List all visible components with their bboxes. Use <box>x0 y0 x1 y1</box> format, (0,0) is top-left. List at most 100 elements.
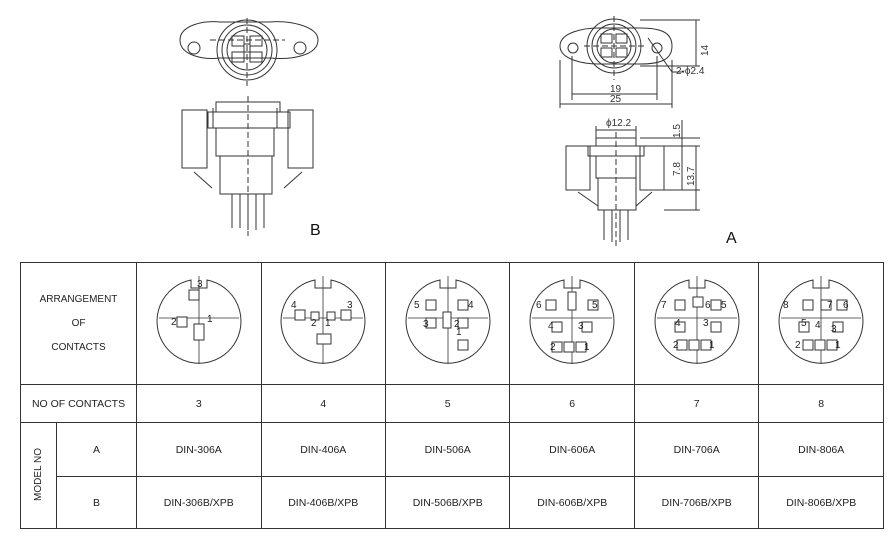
pin-number-label: 5 <box>592 300 598 311</box>
view-a-side <box>565 120 700 248</box>
contact-pin <box>587 299 599 311</box>
pin-number-label: 1 <box>584 342 590 353</box>
contact-pin <box>692 296 704 308</box>
view-b-label: B <box>310 222 321 239</box>
pin-number-label: 4 <box>291 300 297 311</box>
contact-pin <box>567 291 577 311</box>
pin-number-label: 2 <box>550 342 556 353</box>
contact-pin <box>457 299 469 311</box>
contact-pin <box>676 339 688 351</box>
contact-pin <box>545 299 557 311</box>
contact-pin <box>176 316 188 328</box>
pin-number-label: 4 <box>815 320 821 331</box>
pin-number-label: 2 <box>311 318 317 329</box>
contact-pin <box>326 311 336 321</box>
contact-pin <box>836 299 848 311</box>
pin-number-label: 8 <box>783 300 789 311</box>
dim-14: 14 <box>700 44 711 56</box>
model-a-cell: DIN-706A <box>633 422 760 477</box>
contact-pin <box>575 341 587 353</box>
pin-number-label: 4 <box>548 321 554 332</box>
contact-pin <box>826 339 838 351</box>
contact-pin <box>820 299 832 311</box>
model-b-cell: DIN-806B/XPB <box>758 476 884 529</box>
contacts-count: 3 <box>136 384 262 423</box>
contact-pin <box>316 333 332 345</box>
pin-number-label: 6 <box>536 300 542 311</box>
pin-number-label: 3 <box>197 279 203 290</box>
contact-pin <box>310 311 320 321</box>
pin-number-label: 1 <box>325 318 331 329</box>
dim-25: 25 <box>610 94 622 105</box>
contact-pin <box>425 317 437 329</box>
arrangement-header: ARRANGEMENT OF CONTACTS <box>19 262 138 385</box>
contacts-count: 7 <box>633 384 760 423</box>
contact-pin <box>457 339 469 351</box>
pin-number-label: 2 <box>171 317 177 328</box>
no-of-contacts-label: NO OF CONTACTS <box>19 384 138 423</box>
model-no-label: MODEL NO <box>33 447 44 501</box>
model-a-row: MODEL NO A DIN-306A DIN-406A DIN-506A DI… <box>20 422 884 529</box>
contact-pin <box>674 321 686 333</box>
pin-number-label: 1 <box>456 327 462 338</box>
arrangement-line-1: ARRANGEMENT <box>39 293 118 305</box>
contacts-row: NO OF CONTACTS 3 4 5 6 7 8 <box>19 384 884 423</box>
contact-pin <box>193 323 205 341</box>
pin-number-label: 2 <box>673 340 679 351</box>
pin-number-label: 3 <box>703 318 709 329</box>
row-b-label: B <box>55 476 138 529</box>
pin-number-label: 6 <box>843 300 849 311</box>
pin-number-label: 4 <box>468 300 474 311</box>
contact-pin <box>551 321 563 333</box>
shell-outline <box>405 279 491 364</box>
contact-pin <box>802 299 814 311</box>
model-a-cell: DIN-306A <box>136 422 262 477</box>
shell-outline <box>529 279 615 364</box>
contact-pin <box>814 339 826 351</box>
connector-drawings: 14 2-ϕ2.4 19 25 ϕ12.2 1.5 7.8 13.7 <box>179 16 711 248</box>
contact-pin <box>700 339 712 351</box>
pin-number-label: 4 <box>675 318 681 329</box>
model-b-cell: DIN-406B/XPB <box>260 476 386 529</box>
contact-pin <box>581 321 593 333</box>
contact-pin <box>710 321 722 333</box>
contact-pin <box>674 299 686 311</box>
contact-pin <box>802 339 814 351</box>
model-b-cell: DIN-706B/XPB <box>633 476 760 529</box>
contact-pin <box>563 341 575 353</box>
contact-pin <box>188 289 200 301</box>
contact-pin <box>425 299 437 311</box>
dim-2phi: 2-ϕ2.4 <box>676 66 705 77</box>
model-a-cell: DIN-406A <box>260 422 386 477</box>
pin-number-label: 1 <box>709 340 715 351</box>
shell-outline <box>654 279 740 364</box>
pinout-diagram-3: 123 <box>156 276 242 364</box>
dim-15: 1.5 <box>672 124 683 138</box>
shell-outline <box>280 279 366 364</box>
pin-number-label: 5 <box>721 300 727 311</box>
contact-pin <box>551 341 563 353</box>
shell-outline <box>156 279 242 364</box>
pin-number-label: 2 <box>795 340 801 351</box>
shell-outline <box>778 279 864 364</box>
dim-137: 13.7 <box>686 166 697 186</box>
pin-number-label: 6 <box>705 300 711 311</box>
model-b-cell: DIN-506B/XPB <box>384 476 511 529</box>
arrangement-line-3: CONTACTS <box>51 341 106 353</box>
model-a-cell: DIN-606A <box>509 422 635 477</box>
contacts-count: 6 <box>509 384 635 423</box>
view-a-front <box>559 16 700 108</box>
view-b-side <box>181 96 314 236</box>
model-b-cell: DIN-306B/XPB <box>136 476 262 529</box>
view-b-front <box>179 18 319 86</box>
dim-78: 7.8 <box>672 162 683 176</box>
contact-pin <box>294 309 306 321</box>
